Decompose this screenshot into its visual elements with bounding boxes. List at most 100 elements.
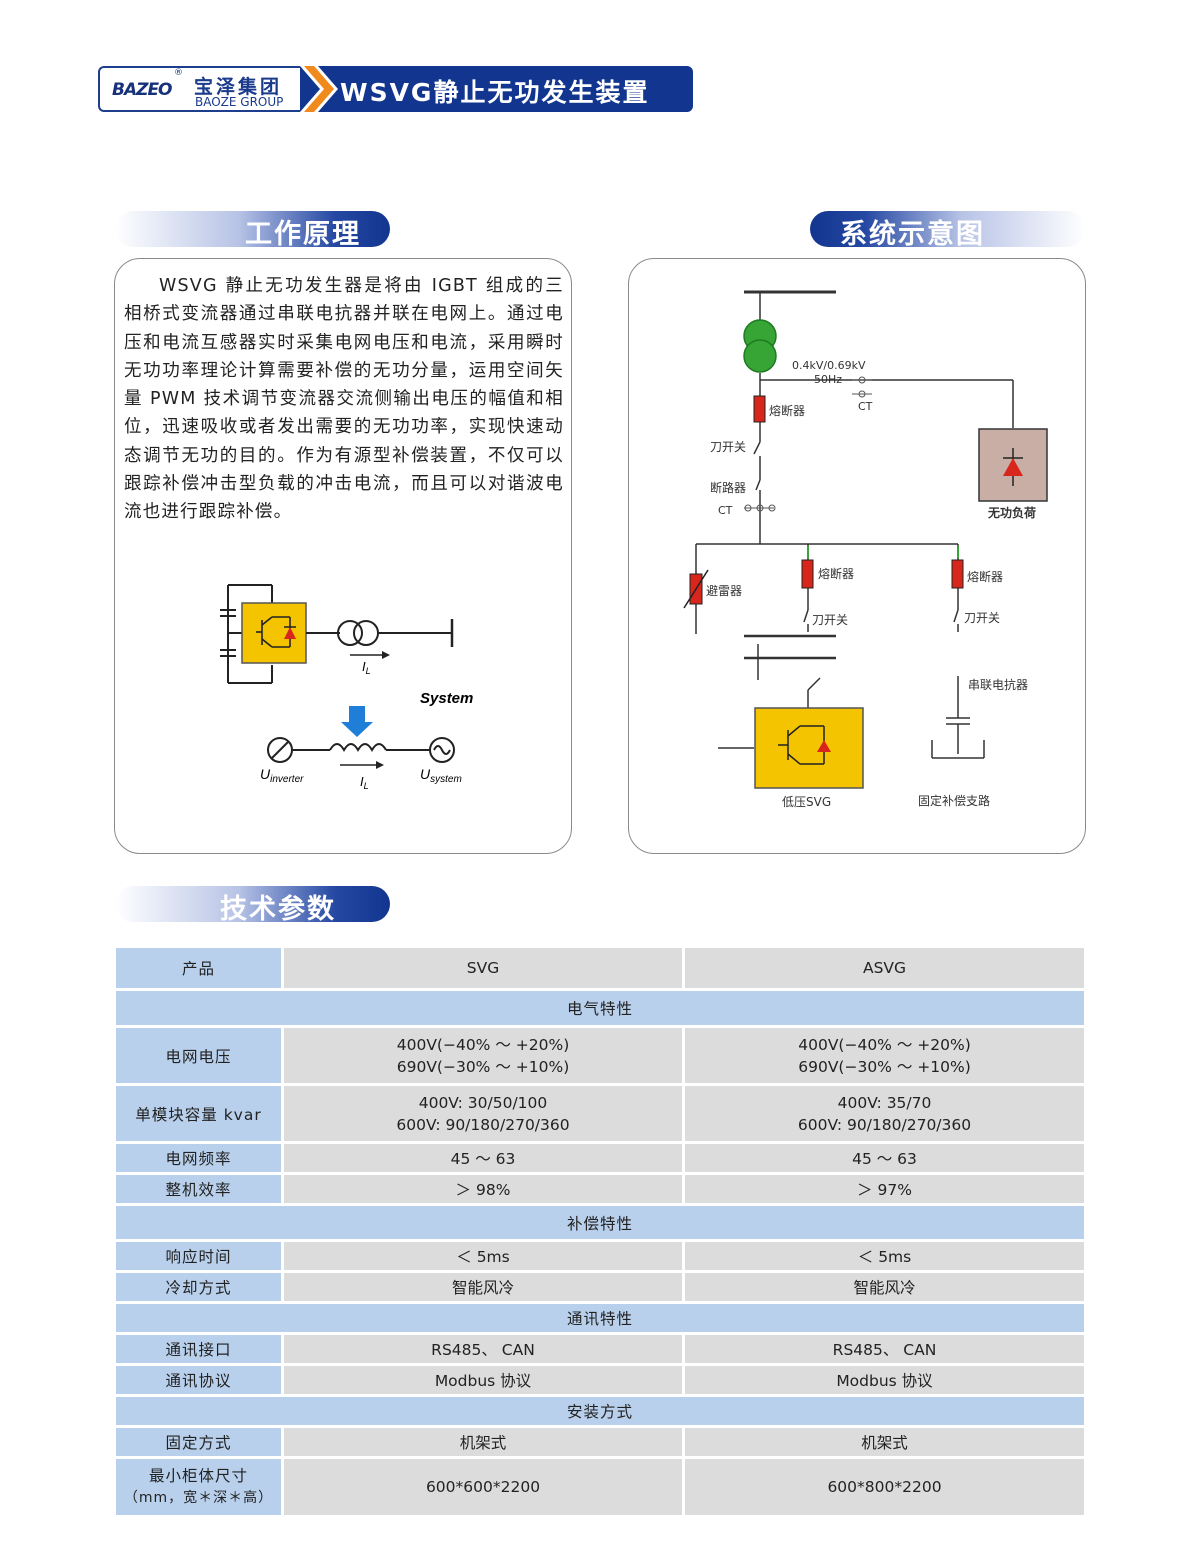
transformer-icon — [743, 319, 777, 373]
cell-asvg: ＞ 97% — [682, 1175, 1084, 1203]
table-row: 最小柜体尺寸 （mm，宽＊深＊高） 600*600*2200 600*800*2… — [116, 1459, 1084, 1515]
section-tab-params: 技术参数 — [115, 886, 390, 925]
title-bar: WSVG静止无功发生装置 — [300, 66, 693, 112]
circuit-figure: IL System IL Uinverter Usystem — [220, 584, 473, 791]
registered-mark: ® — [174, 68, 183, 78]
row-label: 单模块容量 kvar — [116, 1086, 281, 1141]
diode-icon — [284, 627, 296, 639]
section-title-params: 技术参数 — [220, 894, 336, 925]
u-inverter-label: Uinverter — [260, 766, 304, 785]
row-label: 整机效率 — [116, 1175, 281, 1203]
row-label: 电网频率 — [116, 1144, 281, 1172]
cell-line: 690V(−30% ～ +10%) — [396, 1057, 570, 1076]
fuse-right-label: 熔断器 — [967, 569, 1003, 584]
table-row: 固定方式 机架式 机架式 — [116, 1428, 1084, 1456]
section-compensation: 补偿特性 — [116, 1206, 1084, 1239]
cell-line: 最小柜体尺寸 — [148, 1467, 248, 1485]
inverter-box — [241, 602, 307, 664]
svg-igbt-icon — [778, 725, 825, 765]
table-header-row: 产品 SVG ASVG — [116, 948, 1084, 988]
fuse-mid-icon — [801, 559, 814, 589]
transformer-icon — [337, 620, 379, 646]
section-row: 补偿特性 — [116, 1206, 1084, 1239]
cell-line: 600V: 90/180/270/360 — [396, 1115, 570, 1134]
fuse-right-icon — [951, 559, 964, 589]
capacitor-icon — [220, 584, 273, 684]
section-installation: 安装方式 — [116, 1397, 1084, 1425]
cell-svg: 600*600*2200 — [281, 1459, 682, 1515]
system-diagram: 0.4kV/0.69kV 50Hz CT 熔断器 刀开关 断路器 CT 无功负荷… — [683, 290, 1048, 809]
reactive-load-label: 无功负荷 — [987, 505, 1036, 520]
cell-svg: Modbus 协议 — [281, 1366, 682, 1394]
row-label: 最小柜体尺寸 （mm，宽＊深＊高） — [116, 1459, 281, 1515]
cell-asvg: 400V: 35/70 600V: 90/180/270/360 — [682, 1086, 1084, 1141]
section-tab-principle: 工作原理 — [115, 211, 390, 250]
cell-asvg: 机架式 — [682, 1428, 1084, 1456]
cell-line: 690V(−30% ～ +10%) — [798, 1057, 971, 1076]
row-label: 冷却方式 — [116, 1273, 281, 1301]
voltage-label: 0.4kV/0.69kV — [792, 359, 866, 372]
table-row: 冷却方式 智能风冷 智能风冷 — [116, 1273, 1084, 1301]
cell-asvg: 45 ～ 63 — [682, 1144, 1084, 1172]
section-row: 安装方式 — [116, 1397, 1084, 1425]
company-name-en: BAOZE GROUP — [195, 95, 284, 109]
section-row: 通讯特性 — [116, 1304, 1084, 1332]
ct2-label: CT — [718, 504, 733, 517]
cell-svg: RS485、 CAN — [281, 1335, 682, 1363]
ct-label: CT — [858, 400, 873, 413]
section-electric: 电气特性 — [116, 991, 1084, 1025]
cell-asvg: 400V(−40% ～ +20%) 690V(−30% ～ +10%) — [682, 1028, 1084, 1083]
cell-asvg: 智能风冷 — [682, 1273, 1084, 1301]
cell-line: 600V: 90/180/270/360 — [797, 1115, 972, 1134]
system-source-icon — [429, 737, 455, 763]
section-row: 电气特性 — [116, 991, 1084, 1025]
arrester-label: 避雷器 — [706, 584, 742, 598]
company-logo: BAZEO ® 宝泽集团 BAOZE GROUP — [98, 66, 318, 112]
header-product: 产品 — [116, 948, 281, 988]
spec-table: 产品 SVG ASVG 电气特性 电网电压 400V(−40% ～ +20%) … — [116, 945, 1084, 1518]
knife-mid-label: 刀开关 — [812, 613, 848, 627]
cell-svg: 45 ～ 63 — [281, 1144, 682, 1172]
knife-right-label: 刀开关 — [964, 611, 1000, 625]
cell-asvg: RS485、 CAN — [682, 1335, 1084, 1363]
cell-line: 400V(−40% ～ +20%) — [798, 1035, 971, 1054]
header-asvg: ASVG — [682, 948, 1084, 988]
low-voltage-svg-box — [754, 707, 864, 789]
il-label: IL — [362, 659, 371, 676]
inductor-icon — [329, 743, 387, 752]
cell-asvg: 600*800*2200 — [682, 1459, 1084, 1515]
cell-svg: ＜ 5ms — [281, 1242, 682, 1270]
row-label: 电网电压 — [116, 1028, 281, 1083]
row-label: 通讯协议 — [116, 1366, 281, 1394]
fuse-mid-label: 熔断器 — [818, 566, 854, 581]
table-row: 整机效率 ＞ 98% ＞ 97% — [116, 1175, 1084, 1203]
header-svg: SVG — [281, 948, 682, 988]
breaker-label: 断路器 — [710, 480, 746, 495]
cell-svg: 400V: 30/50/100 600V: 90/180/270/360 — [281, 1086, 682, 1141]
cell-line: （mm，宽＊深＊高） — [123, 1490, 274, 1506]
section-title-principle: 工作原理 — [245, 219, 361, 250]
table-row: 电网频率 45 ～ 63 45 ～ 63 — [116, 1144, 1084, 1172]
company-name-cn: 宝泽集团 — [194, 76, 283, 98]
cell-line: 400V: 30/50/100 — [418, 1093, 548, 1112]
table-row: 通讯接口 RS485、 CAN RS485、 CAN — [116, 1335, 1084, 1363]
il-label-2: IL — [360, 774, 369, 791]
table-row: 响应时间 ＜ 5ms ＜ 5ms — [116, 1242, 1084, 1270]
u-system-label: Usystem — [420, 766, 462, 785]
ct-icon — [744, 376, 872, 512]
cell-svg: ＞ 98% — [281, 1175, 682, 1203]
cell-svg: 机架式 — [281, 1428, 682, 1456]
row-label: 固定方式 — [116, 1428, 281, 1456]
section-tab-diagram: 系统示意图 — [810, 211, 1085, 250]
system-label: System — [420, 690, 473, 707]
cell-line: 400V: 35/70 — [837, 1093, 932, 1112]
cell-asvg: ＜ 5ms — [682, 1242, 1084, 1270]
logo-mark: BAZEO — [112, 80, 173, 100]
principle-text: WSVG 静止无功发生器是将由 IGBT 组成的三相桥式变流器通过串联电抗器并联… — [124, 272, 564, 527]
table-row: 电网电压 400V(−40% ～ +20%) 690V(−30% ～ +10%)… — [116, 1028, 1084, 1083]
cell-asvg: Modbus 协议 — [682, 1366, 1084, 1394]
cell-line: 400V(−40% ～ +20%) — [396, 1035, 570, 1054]
section-communication: 通讯特性 — [116, 1304, 1084, 1332]
row-label: 响应时间 — [116, 1242, 281, 1270]
reactor-label: 串联电抗器 — [968, 677, 1028, 692]
